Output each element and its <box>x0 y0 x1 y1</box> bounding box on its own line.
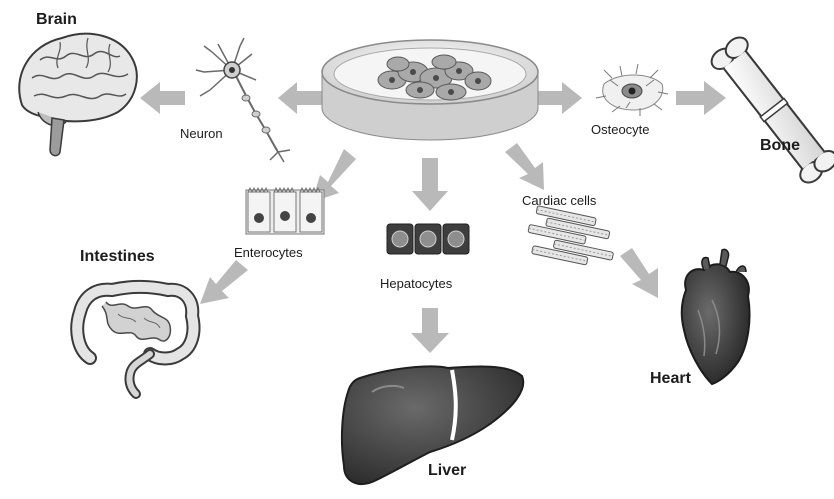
hepatocytes-illustration <box>386 223 470 255</box>
neuron-label: Neuron <box>180 126 223 141</box>
enterocytes-label: Enterocytes <box>234 245 303 260</box>
intestines-illustration <box>70 280 201 399</box>
arrow-osteocyte-to-bone <box>676 81 726 115</box>
brain-illustration <box>18 32 138 157</box>
hepatocytes-label: Hepatocytes <box>380 276 453 291</box>
arrow-dish-to-neuron <box>278 82 322 114</box>
heart-label: Heart <box>650 370 691 387</box>
liver-label: Liver <box>428 462 467 479</box>
bone-label: Bone <box>760 137 800 154</box>
arrow-hepatocytes-to-liver <box>411 308 449 353</box>
bone-illustration <box>710 36 834 184</box>
osteocyte-label: Osteocyte <box>591 122 650 137</box>
arrow-dish-to-enterocytes <box>312 149 356 202</box>
cardiac-cells-label: Cardiac cells <box>522 193 597 208</box>
arrow-dish-to-cardiac-cells <box>505 143 544 190</box>
heart-illustration <box>680 248 751 386</box>
arrow-dish-to-osteocyte <box>537 82 582 114</box>
petri-dish <box>321 39 539 141</box>
arrow-dish-to-hepatocytes <box>412 158 448 211</box>
osteocyte-illustration <box>595 63 669 116</box>
arrow-enterocytes-to-intestines <box>200 260 248 304</box>
brain-label: Brain <box>36 11 77 28</box>
arrow-neuron-to-brain <box>140 82 185 114</box>
neuron-illustration <box>195 37 291 163</box>
intestines-label: Intestines <box>80 248 155 265</box>
enterocytes-illustration <box>245 186 325 235</box>
liver-illustration <box>340 365 525 485</box>
arrow-cardiac-cells-to-heart <box>620 248 658 298</box>
cardiac-cells-illustration <box>527 205 614 266</box>
